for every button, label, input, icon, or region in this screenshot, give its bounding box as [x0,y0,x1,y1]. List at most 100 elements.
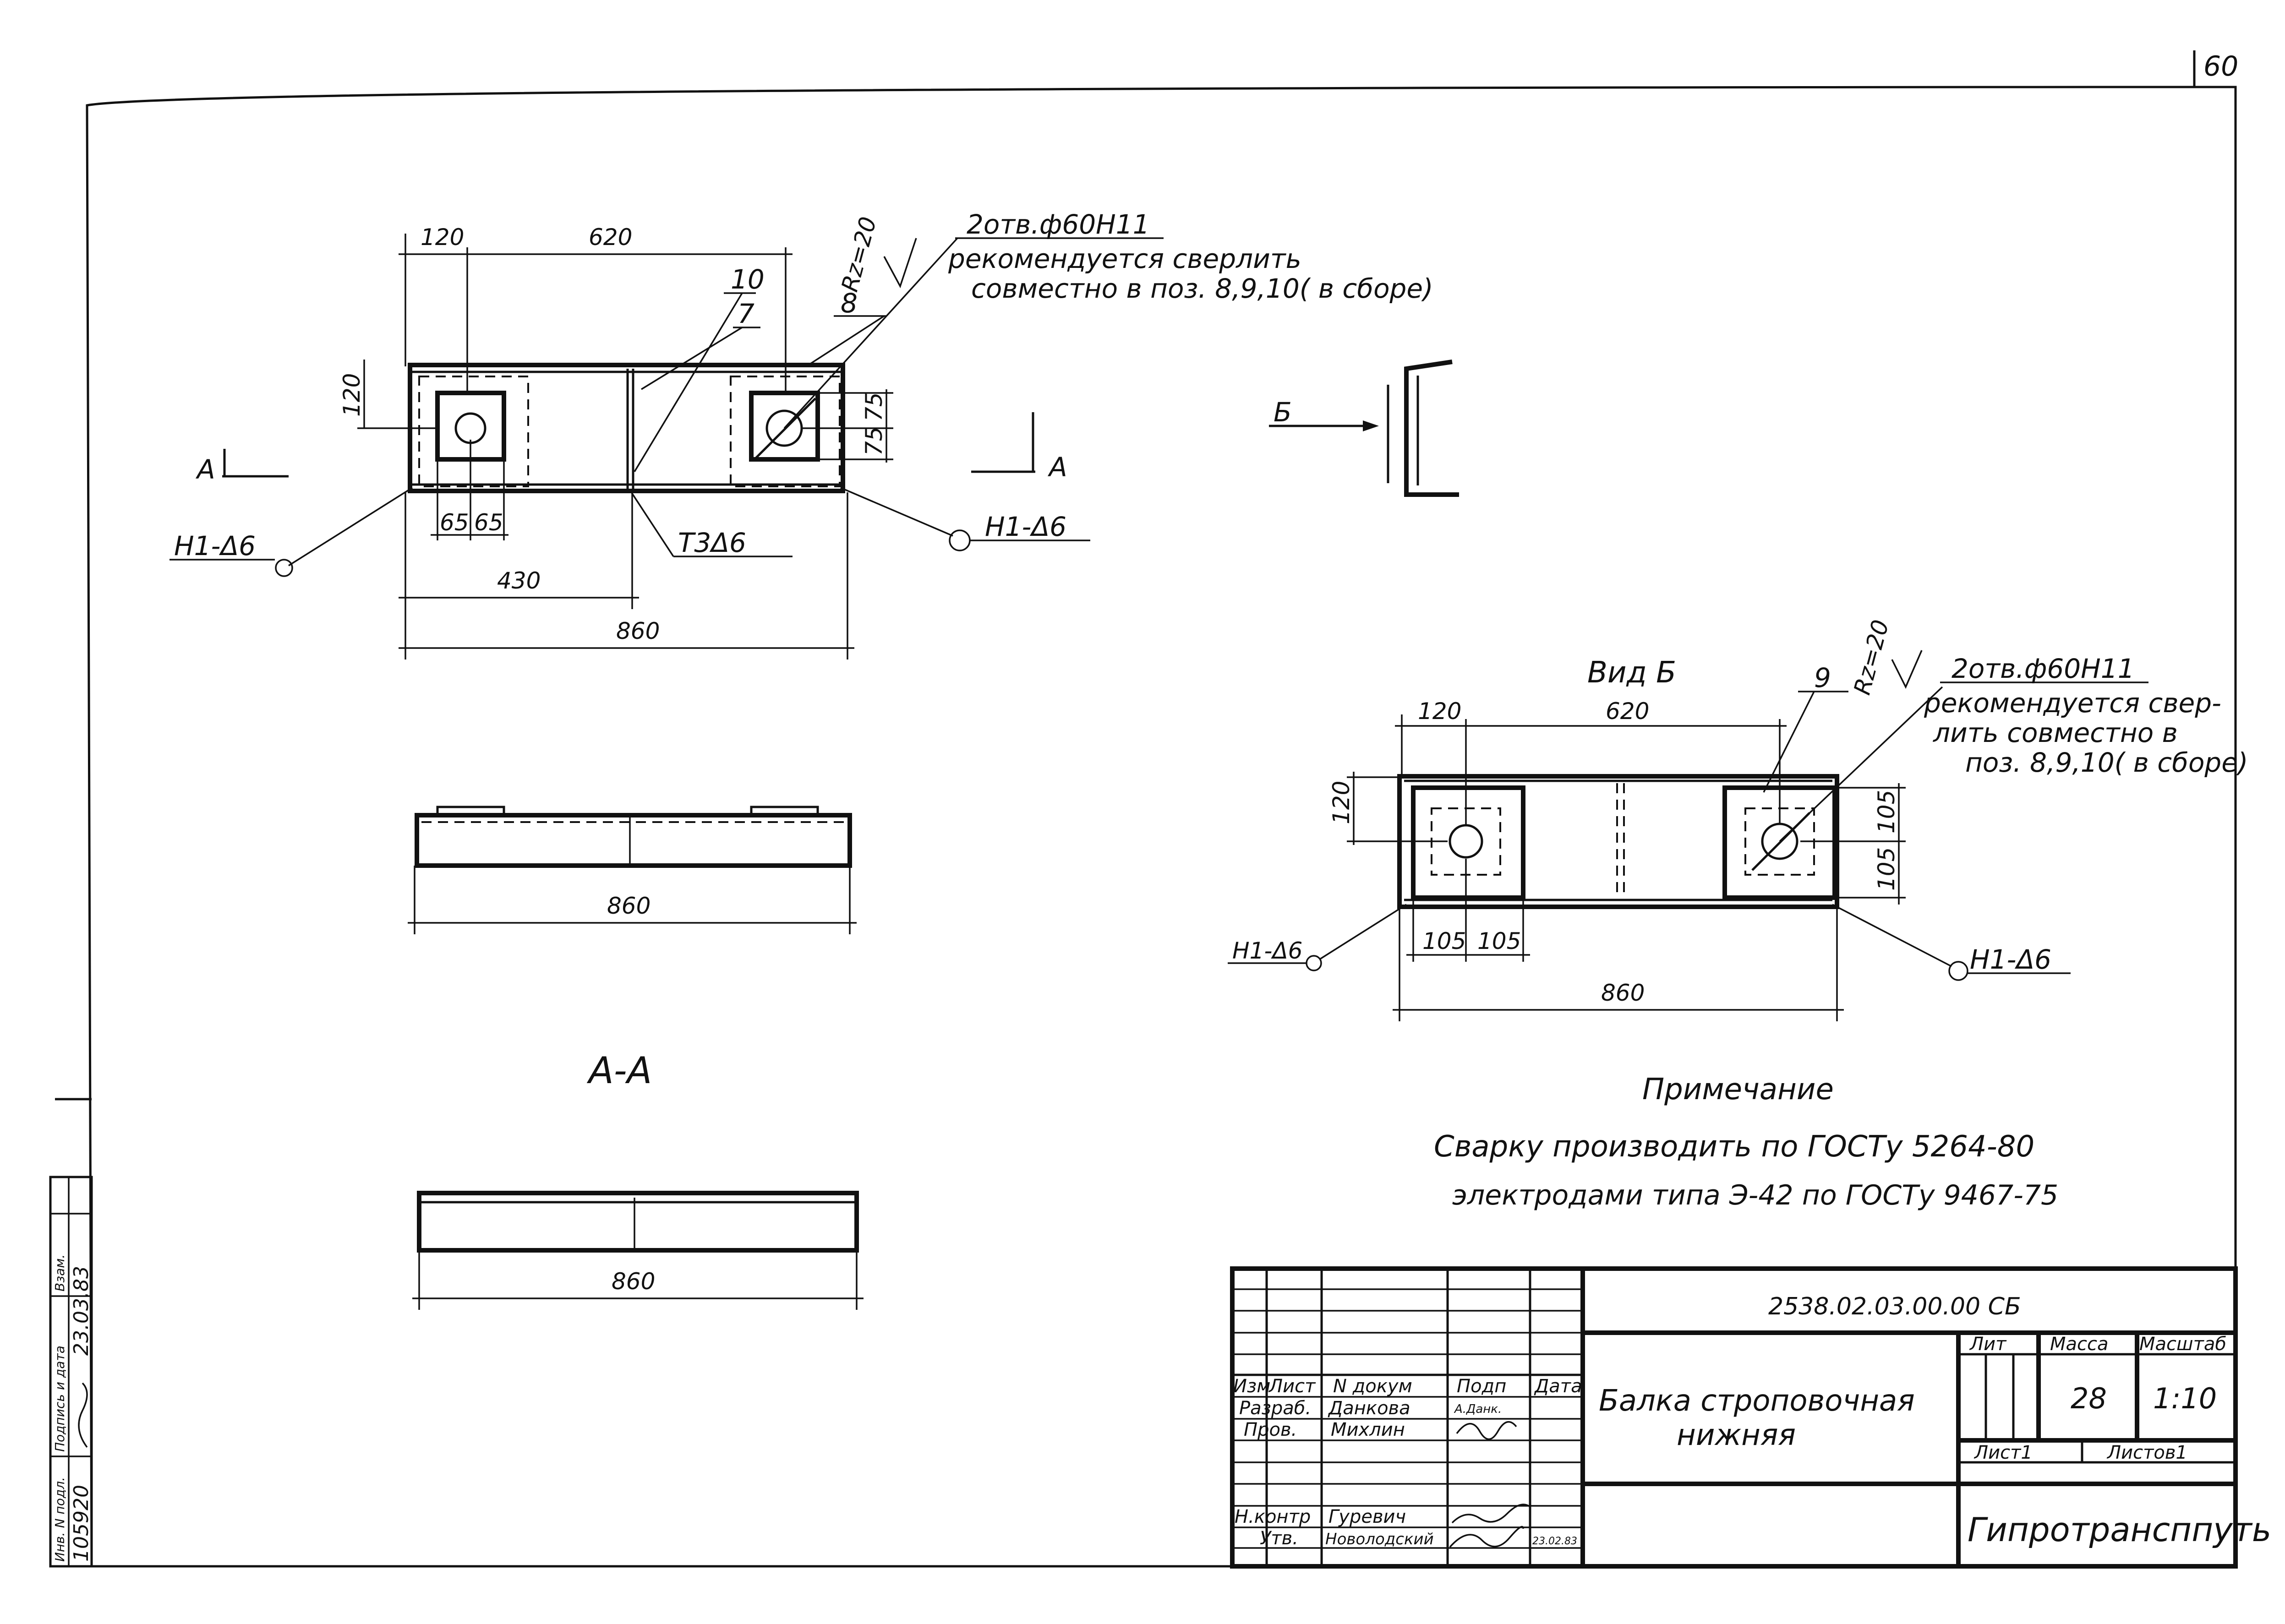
view-b-left-hole [1449,824,1483,859]
tb-sign-razrab: А.Данк. [1454,1402,1502,1416]
plan-dim-75a: 75 [861,392,887,421]
view-b-roughness-tick [1891,650,1923,689]
callout-pos10: 10 [731,264,765,295]
tb-mass-label: Масса [2050,1334,2109,1355]
weld-right-circle [949,529,971,551]
side-stamp-col2: Подпись и дата [52,1346,67,1452]
view-b-weld-right-label: H1-Δ6 [1970,944,2051,975]
view-b-pos9-leader [1763,691,1815,793]
tb-sheet-label: Лист1 [1973,1442,2033,1463]
tb-lit-label: Лит [1969,1334,2007,1355]
side-stamp-inv: 105920 [70,1485,93,1562]
view-b-weld-left-leader [1319,904,1407,960]
tb-sheets-label: Листов1 [2106,1442,2187,1463]
channel-profile-inner [1387,376,1419,485]
plan-dim-75b: 75 [861,426,887,456]
section-aa: А-А 860 [412,1049,864,1310]
plan-left-hole [454,412,487,444]
view-b-dim-860: 860 [1601,980,1645,1006]
plan-dim-65b: 65 [474,509,503,536]
weld-left-label: H1-Δ6 [174,530,256,561]
plan-dim-side-120: 120 [339,373,365,417]
side-stamp-frame [49,1176,93,1568]
side-stamp-signature [78,1382,88,1448]
view-b-weld-left-label: H1-Δ6 [1232,937,1302,964]
view-b-roughness: Rz=20 [1849,617,1894,698]
plan-dim-430: 430 [497,567,541,594]
view-b-weld-right-circle [1948,961,1968,981]
leader-pos8 [806,315,885,367]
side-stamp: Инв. N подл. Подпись и дата Взам. 105920… [49,1098,93,1568]
hole-note-line1: 2отв.ф60Н11 [967,209,1150,240]
view-b-dim-105c: 105 [1422,928,1466,954]
section-aa-title: А-А [586,1049,652,1092]
view-b-hole-leader [1779,686,1943,842]
section-aa-dim-860: 860 [612,1268,655,1295]
roughness-tick [883,238,917,289]
view-b: Вид Б 120 620 120 105 105 [1228,617,2248,1021]
tb-role-nkontr: Н.контр [1235,1506,1311,1527]
frame-border [86,86,2237,1568]
callout-pos7: 7 [738,298,754,329]
view-b-weld-right-leader [1832,904,1952,967]
channel-profile [1404,360,1459,497]
section-mark-right: А [1047,452,1067,483]
tb-name-razrab: Данкова [1328,1398,1410,1419]
general-note: Примечание Сварку производить по ГОСТу 5… [1434,1073,2058,1211]
profile-sketch: Б [1269,360,1459,497]
tb-role-prov: Пров. [1244,1419,1297,1440]
tb-name-utv: Новолодский [1325,1530,1434,1548]
tb-org: Гипротрансппуть [1968,1510,2271,1549]
leader-hole-note [783,237,958,429]
side-stamp-date: 23.03.83 [70,1266,93,1356]
weld-left-leader [288,487,413,567]
section-mark-left: А [195,454,215,485]
view-mark-b-arrow [1363,420,1379,431]
view-b-title: Вид Б [1587,656,1676,690]
view-b-dim-620: 620 [1606,698,1649,725]
view-b-hole-note-4: поз. 8,9,10( в сборе) [1965,747,2248,778]
tb-doc-code: 2538.02.03.00.00 СБ [1768,1293,2021,1320]
view-b-callout-pos9: 9 [1814,662,1831,693]
plan-dim-120: 120 [421,224,464,251]
weld-center-leader [629,490,674,557]
view-b-dim-side-120: 120 [1328,781,1355,824]
view-b-hole-note-1: 2отв.ф60Н11 [1952,653,2135,684]
weld-center-label: T3Δ6 [678,527,746,558]
tb-role-razrab: Разраб. [1239,1398,1311,1419]
tb-hdr-list: Лист [1268,1376,1316,1397]
elevation-plate-left [436,806,505,817]
tb-mass-value: 28 [2071,1382,2107,1415]
title-block: Изм Лист N докум Подп Дата Разраб. Данко… [1230,1266,2271,1569]
plan-dim-860: 860 [616,618,660,644]
elevation-plate-right [750,806,819,817]
tb-hdr-data: Дата [1534,1376,1582,1397]
title-block-frame [1230,1266,2238,1569]
leader-pos10 [634,293,743,472]
plan-right-plate [749,391,820,462]
plan-dim-65a: 65 [440,509,469,536]
plan-left-plate-dashed [418,376,529,487]
tb-hdr-izm: Изм [1233,1376,1270,1397]
side-stamp-col3: Взам. [52,1254,67,1292]
tb-name-prov: Михлин [1331,1419,1405,1440]
view-b-left-plate [1411,785,1525,900]
view-mark-b: Б [1274,397,1292,428]
elevation-outline [415,813,852,868]
tb-name-line1: Балка строповочная [1599,1384,1915,1418]
tb-scale-value: 1:10 [2153,1382,2217,1415]
view-b-dim-105b: 105 [1873,847,1900,891]
tb-name-nkontr: Гуревич [1328,1506,1406,1527]
note-line2: электродами типа Э-42 по ГОСТу 9467-75 [1452,1179,2058,1211]
tb-hdr-podp: Подп [1457,1376,1506,1397]
weld-right-leader [840,487,953,537]
view-b-weld-left-circle [1306,955,1322,971]
tb-sign-nkontr [1451,1504,1531,1524]
page-number: 60 [2203,50,2238,82]
weld-right-label: H1-Δ6 [985,511,1066,542]
tb-hdr-ndokum: N докум [1333,1376,1412,1397]
callout-pos8: 8 [841,288,858,319]
tb-scale-label: Масштаб [2139,1334,2226,1355]
tb-sign-utv [1449,1526,1524,1548]
note-title: Примечание [1642,1073,1834,1106]
